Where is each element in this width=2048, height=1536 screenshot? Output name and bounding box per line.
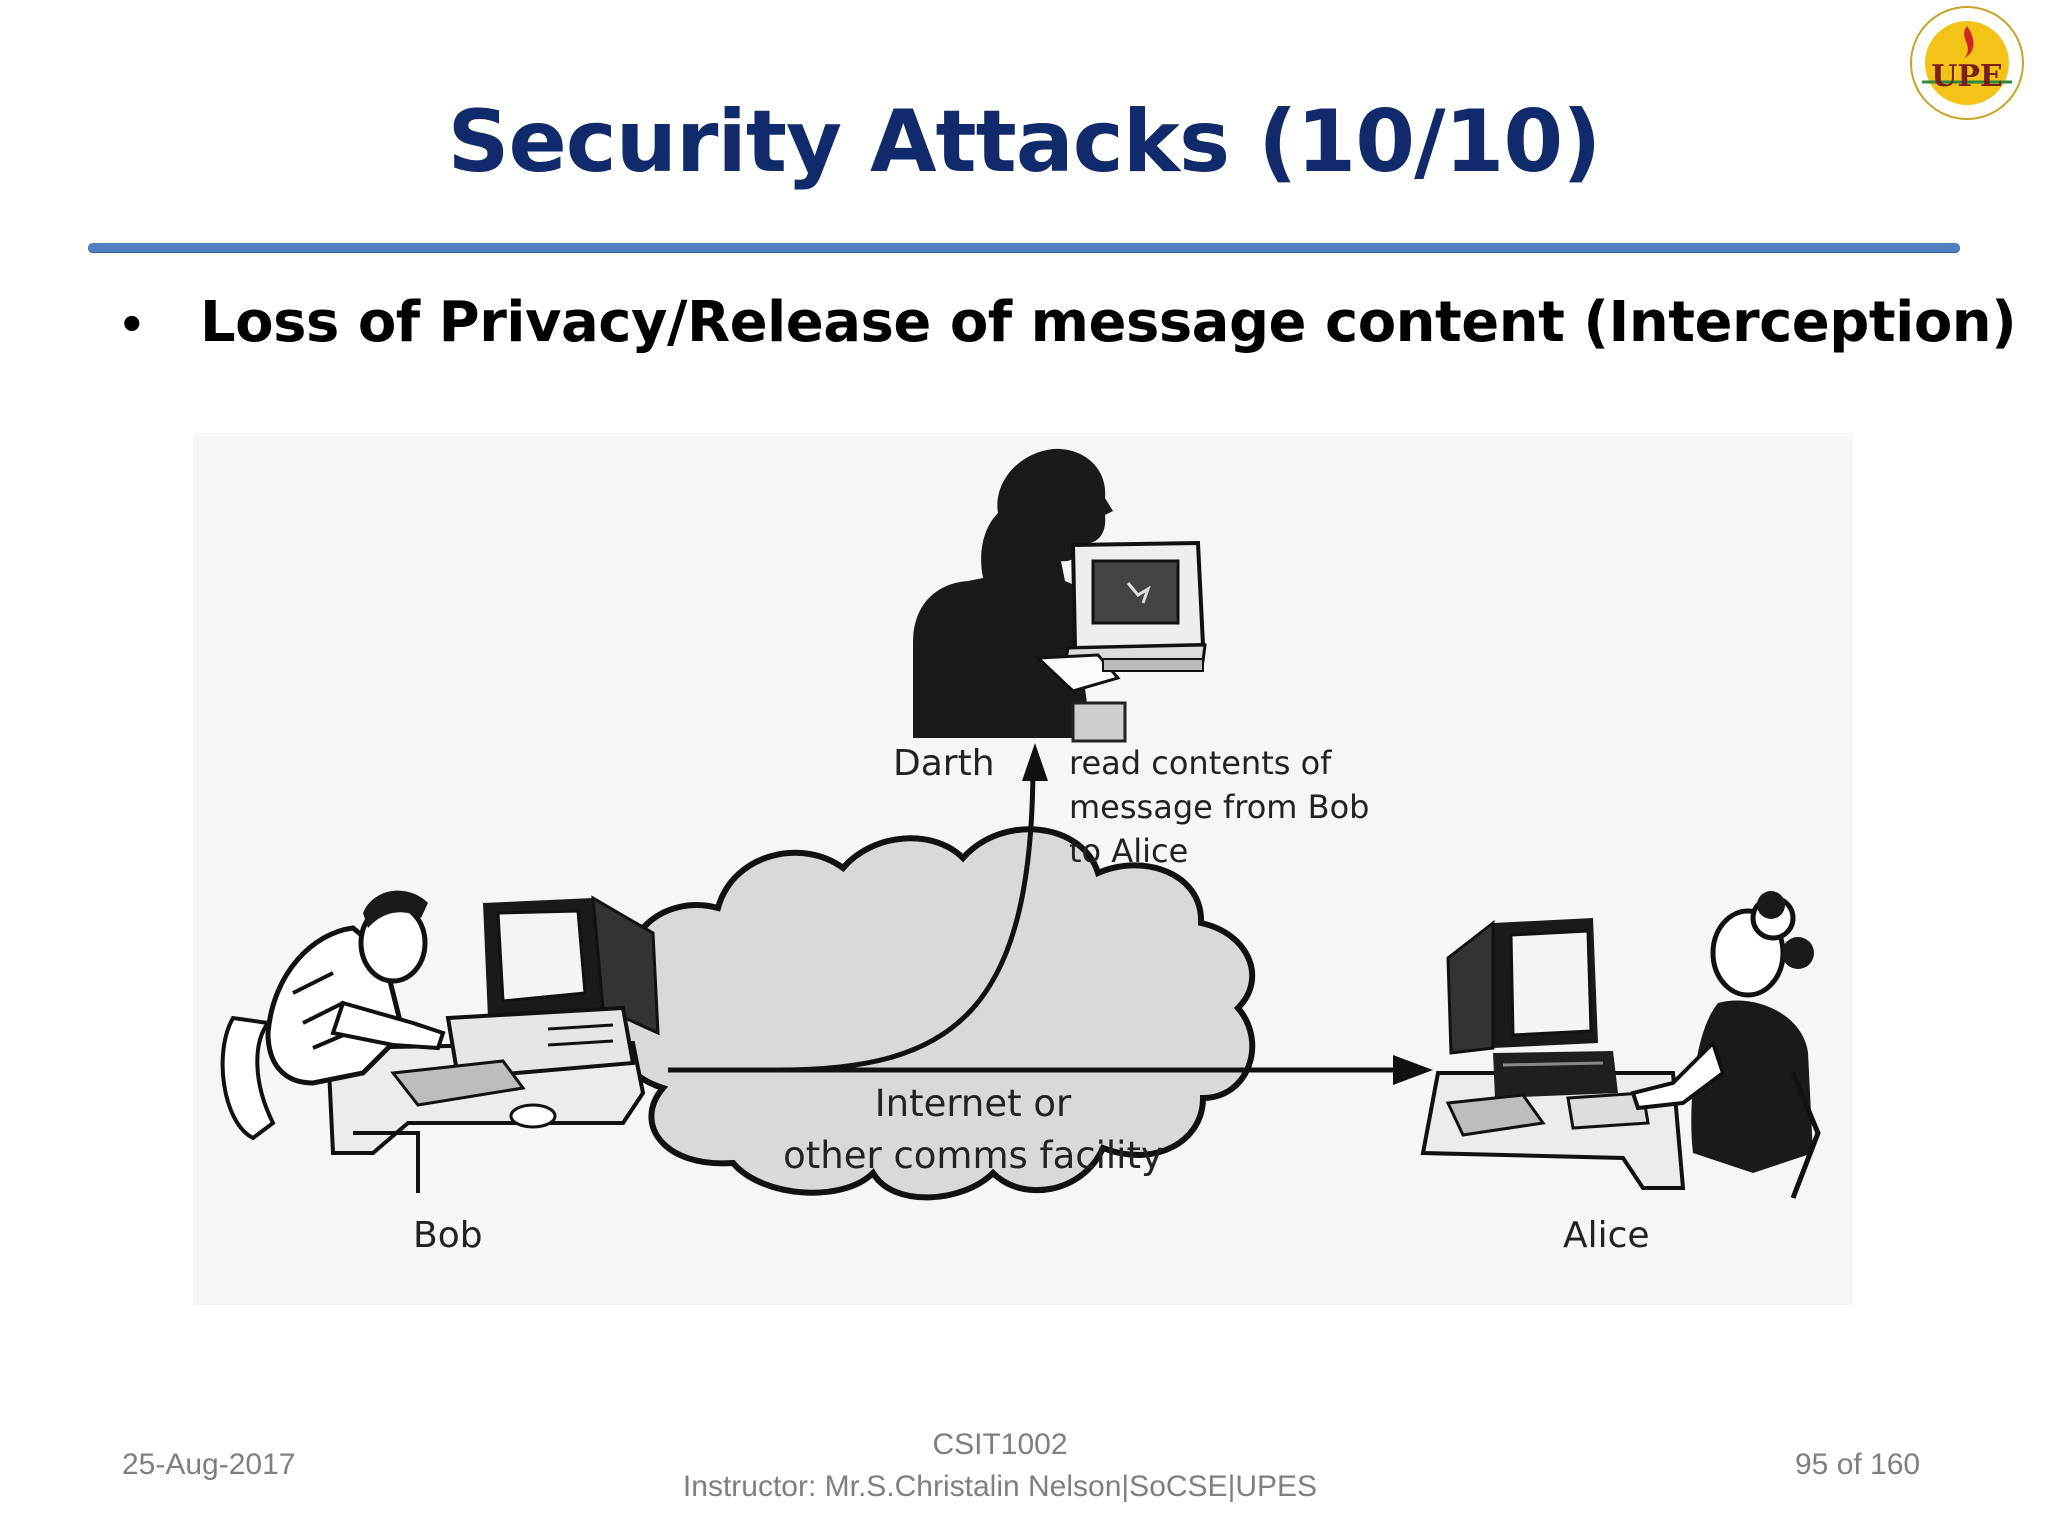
title-divider [88,243,1960,252]
annotation-line-3: to Alice [1069,832,1189,870]
annotation-line-1: read contents of [1069,744,1332,782]
footer-course: CSIT1002 [932,1428,1068,1461]
network-label-line-2: other comms facility [783,1134,1163,1177]
interception-curve [777,762,1038,1073]
darth-label: Darth [893,743,995,784]
interception-annotation: read contents of message from Bob to Ali… [1069,741,1369,873]
alice-label: Alice [1563,1215,1650,1256]
slide-title: Security Attacks (10/10) [447,92,1602,192]
bullet-text: Loss of Privacy/Release of message conte… [200,290,2017,355]
university-logo: UPE [1908,4,2026,122]
bob-label: Bob [413,1215,483,1256]
footer-page-number: 95 of 160 [1795,1448,1921,1481]
interception-diagram: Darth read contents of message from Bob … [193,433,1853,1305]
logo-text: UPE [1931,59,2003,94]
bullet-marker: • [122,291,142,354]
footer-instructor: Instructor: Mr.S.Christalin Nelson|SoCSE… [682,1470,1318,1503]
alice-figure [1420,891,1821,1199]
footer-date: 25-Aug-2017 [122,1448,296,1481]
bob-figure [220,890,660,1193]
darth-figure [913,448,1207,743]
network-label: Internet or other comms facility [773,1078,1173,1182]
network-label-line-1: Internet or [874,1082,1072,1125]
interception-arrowhead [1022,743,1048,781]
bob-to-alice-arrowhead [1393,1055,1433,1085]
annotation-line-2: message from Bob [1069,788,1370,826]
